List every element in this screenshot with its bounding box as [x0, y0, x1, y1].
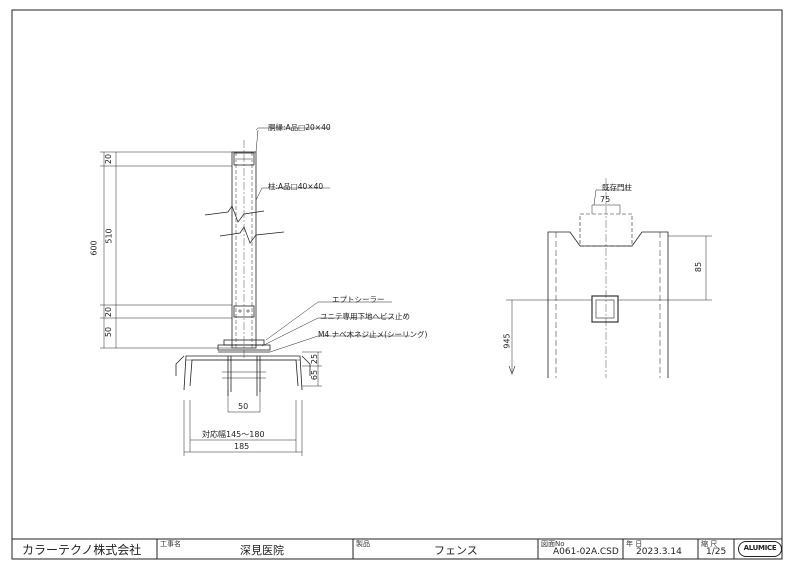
company-name: カラーテクノ株式会社 — [22, 543, 142, 557]
annotation-rail: 胴縁:A品□20×40 — [268, 123, 331, 132]
scale-label: 縮 尺 — [701, 540, 718, 548]
dim-lower-band: 20 — [104, 306, 114, 318]
dim-75: 75 — [600, 195, 611, 204]
dim-adjust-range: 対応幅145～180 — [202, 430, 265, 439]
date-label: 年 日 — [626, 540, 643, 548]
drawing-date: 2023.3.14 — [636, 547, 682, 557]
dim-85: 85 — [694, 261, 704, 273]
right-section — [506, 178, 712, 378]
annotation-post: 柱:A品□40×40 — [268, 182, 324, 191]
left-elevation — [100, 127, 410, 456]
annotation-m4-screw: M4 ナベ木ネジ止メ(シーリング) — [318, 330, 428, 339]
dim-base-b: 65 — [310, 369, 320, 381]
project-label: 工事名 — [160, 540, 181, 548]
dim-base-a: 25 — [310, 353, 320, 365]
company-logo: ALUMICE — [738, 541, 782, 557]
product-name: フェンス — [434, 544, 478, 557]
dim-bottom: 50 — [104, 326, 114, 338]
drawing-no-label: 図面No — [541, 540, 565, 548]
dim-945: 945 — [502, 333, 512, 349]
dim-bolt-spacing: 50 — [238, 402, 249, 411]
dim-total-height: 600 — [89, 240, 99, 256]
annotation-sealer: エプトシーラー — [332, 295, 385, 304]
annotation-cap: 既存門柱 — [602, 183, 632, 192]
dim-top-band: 20 — [104, 153, 114, 165]
annotation-unit-screw: ユニテ専用下地へビス止め — [320, 312, 410, 321]
drawing-no: A061-02A.CSD — [553, 547, 619, 557]
dim-middle: 510 — [104, 228, 114, 244]
sheet-border — [11, 9, 783, 560]
drawing-scale: 1/25 — [706, 547, 727, 557]
project-name: 深見医院 — [240, 544, 284, 557]
title-block-lines — [12, 538, 782, 559]
dim-width: 185 — [234, 442, 250, 451]
product-label: 製品 — [356, 540, 370, 548]
